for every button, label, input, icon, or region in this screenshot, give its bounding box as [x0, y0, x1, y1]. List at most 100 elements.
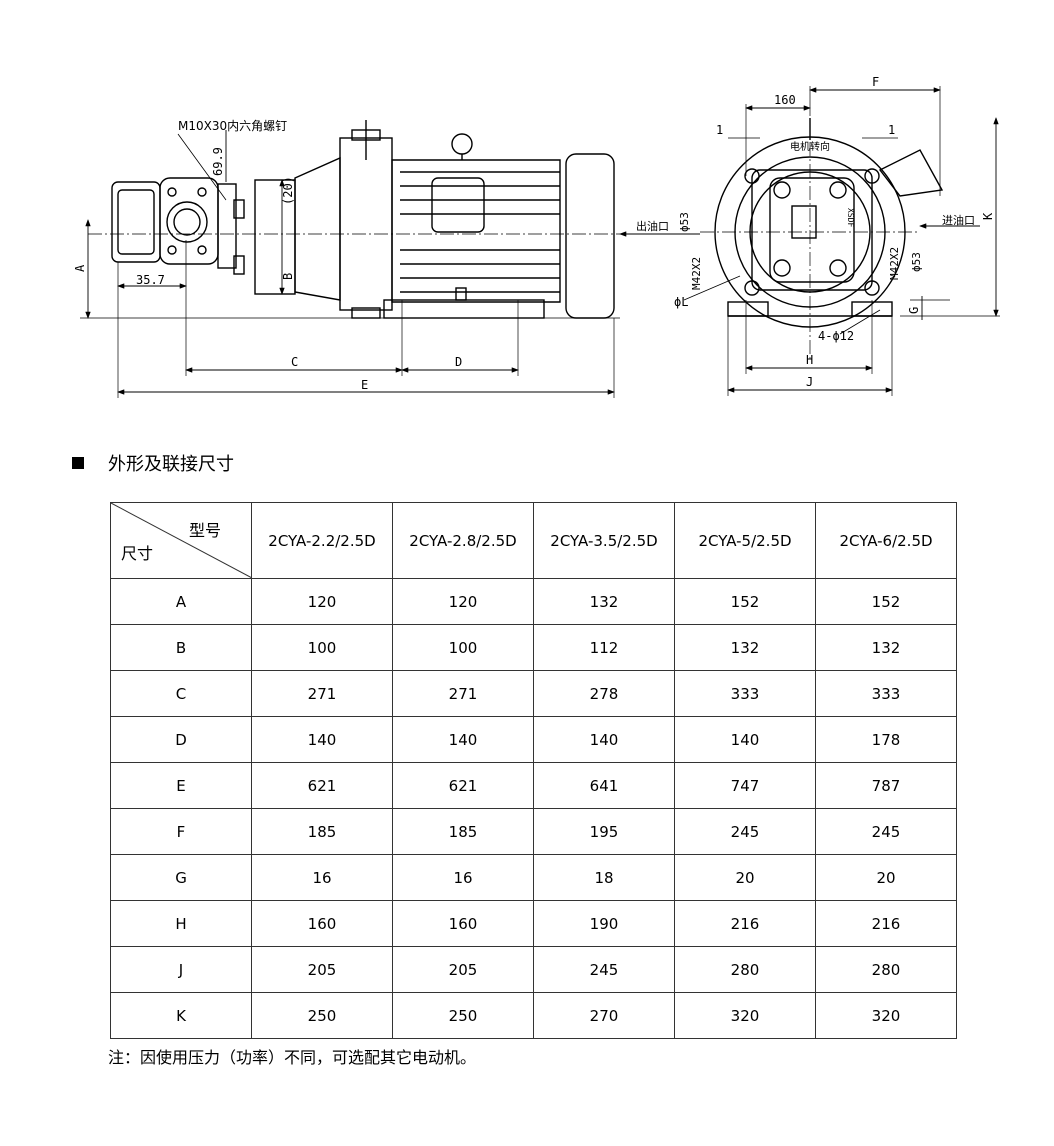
table-cell: 250: [392, 992, 534, 1039]
dim-C: C: [291, 355, 298, 369]
table-cell: 178: [815, 716, 957, 763]
dim-J: J: [806, 375, 813, 389]
table-cell: 216: [674, 900, 816, 947]
table-cell: 160: [392, 900, 534, 947]
dim-phiL: ϕL: [674, 295, 688, 309]
table-cell: 621: [251, 762, 393, 809]
table-cell: 787: [815, 762, 957, 809]
dim-35-7: 35.7: [136, 273, 165, 287]
dim-m42-left: M42X2: [690, 257, 703, 290]
table-cell: 271: [392, 670, 534, 717]
table-cell: 245: [533, 946, 675, 993]
dim-B: B: [281, 273, 295, 280]
row-label: F: [110, 808, 252, 855]
footnote: 注：因使用压力（功率）不同，可选配其它电动机。: [108, 1048, 477, 1067]
table-cell: 621: [392, 762, 534, 809]
corner-label-size: 尺寸: [121, 544, 154, 563]
row-label: B: [110, 624, 252, 671]
dim-phi53-right: ϕ53: [910, 252, 923, 272]
table-cell: 132: [533, 578, 675, 625]
table-cell: 100: [392, 624, 534, 671]
row-label: J: [110, 946, 252, 993]
table-cell: 195: [533, 808, 675, 855]
end-view-pump: [751, 169, 873, 291]
motor-flange: [339, 137, 393, 311]
table-cell: 320: [674, 992, 816, 1039]
table-cell: 16: [251, 854, 393, 901]
row-label: C: [110, 670, 252, 717]
table-cell: 18: [533, 854, 675, 901]
outlet-label: 出油口: [636, 219, 669, 233]
dimension-table: 型号 尺寸 2CYA-2.2/2.5D 2CYA-2.8/2.5D 2CYA-3…: [110, 502, 957, 1039]
section-title-text: 外形及联接尺寸: [108, 454, 234, 475]
table-cell: 20: [674, 854, 816, 901]
model-header: 2CYA-3.5/2.5D: [533, 502, 675, 579]
dim-1-right: 1: [888, 123, 895, 137]
model-header: 2CYA-6/2.5D: [815, 502, 957, 579]
dim-holes: 4-ϕ12: [818, 329, 854, 343]
row-label: H: [110, 900, 252, 947]
dim-G: G: [907, 307, 921, 314]
lifting-eye: [451, 133, 473, 155]
inlet-label: 进油口: [942, 213, 975, 227]
table-cell: 140: [392, 716, 534, 763]
row-label: K: [110, 992, 252, 1039]
rotation-label: 电机转向: [790, 140, 830, 153]
table-cell: 140: [533, 716, 675, 763]
table-cell: 205: [251, 946, 393, 993]
dim-phi53-left: ϕ53: [678, 212, 691, 232]
table-cell: 160: [251, 900, 393, 947]
table-cell: 132: [674, 624, 816, 671]
section-title: 外形及联接尺寸: [72, 450, 234, 476]
table-cell: 100: [251, 624, 393, 671]
table-header-row: 型号 尺寸 2CYA-2.2/2.5D 2CYA-2.8/2.5D 2CYA-3…: [110, 502, 957, 579]
row-label: G: [110, 854, 252, 901]
terminal-box: [431, 177, 485, 233]
row-label: E: [110, 762, 252, 809]
table-cell: 245: [815, 808, 957, 855]
diagonal-line: [111, 503, 252, 578]
table-corner-cell: 型号 尺寸: [110, 502, 252, 579]
corner-label-model: 型号: [188, 521, 221, 540]
table-cell: 152: [815, 578, 957, 625]
dim-F: F: [872, 75, 879, 89]
table-cell: 16: [392, 854, 534, 901]
table-cell: 278: [533, 670, 675, 717]
table-cell: 205: [392, 946, 534, 993]
fan-cover: [565, 153, 615, 319]
table-cell: 280: [815, 946, 957, 993]
table-cell: 120: [392, 578, 534, 625]
table-cell: 333: [815, 670, 957, 717]
model-header: 2CYA-2.8/2.5D: [392, 502, 534, 579]
table-cell: 140: [674, 716, 816, 763]
table-cell: 280: [674, 946, 816, 993]
pump-motor-drawing: M10X30内六角螺钉 69.9 (20) 35.7 A B C D E F 1…: [73, 75, 1000, 398]
square-bullet-icon: [72, 457, 84, 469]
table-cell: 333: [674, 670, 816, 717]
brand-label: XSDF: [846, 208, 855, 227]
table-cell: 185: [251, 808, 393, 855]
table-cell: 185: [392, 808, 534, 855]
motor-body: [391, 159, 561, 303]
dim-A: A: [73, 264, 87, 272]
table-cell: 190: [533, 900, 675, 947]
table-cell: 747: [674, 762, 816, 809]
table-cell: 245: [674, 808, 816, 855]
dim-1-left: 1: [716, 123, 723, 137]
dim-D: D: [455, 355, 462, 369]
table-cell: 112: [533, 624, 675, 671]
model-header: 2CYA-2.2/2.5D: [251, 502, 393, 579]
table-cell: 271: [251, 670, 393, 717]
table-cell: 250: [251, 992, 393, 1039]
table-cell: 120: [251, 578, 393, 625]
dim-20: (20): [281, 176, 295, 205]
